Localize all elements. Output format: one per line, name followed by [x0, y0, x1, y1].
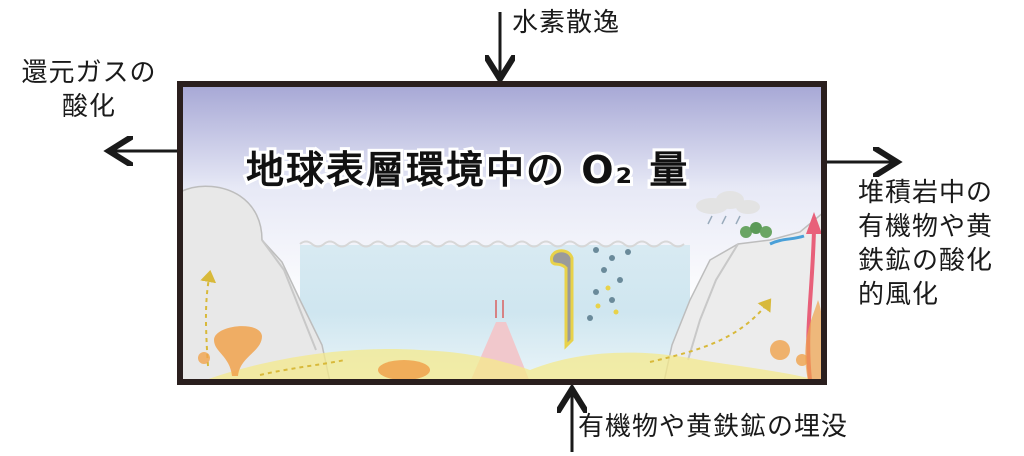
left-label-line-2: 酸化 — [61, 92, 116, 122]
rain-cloud — [696, 191, 760, 225]
organic-sinking-column — [550, 249, 574, 350]
right-label-line-3: 鉄鉱の酸化 — [858, 246, 994, 276]
burial-label: 有機物や黄鉄鉱の埋没 — [578, 412, 849, 442]
left-magma-body — [214, 326, 262, 376]
plankton — [587, 247, 631, 321]
right-label-line-1: 堆積岩中の — [858, 178, 994, 208]
hydrogen-escape-label: 水素散逸 — [512, 8, 621, 38]
oxidative-weathering-label: 堆積岩中の 有機物や黄 鉄鉱の酸化 的風化 — [858, 176, 1024, 312]
right-label-line-2: 有機物や黄 — [858, 212, 994, 242]
vegetation — [740, 222, 805, 246]
earth-surface-box — [177, 81, 827, 385]
reducing-gas-oxidation-label: 還元ガスの 酸化 — [4, 56, 174, 124]
left-label-line-1: 還元ガスの — [21, 58, 157, 88]
left-continent — [179, 185, 331, 383]
diagram-title: 地球表層環境中の O₂ 量 — [246, 148, 689, 192]
right-label-line-4: 的風化 — [858, 280, 940, 310]
